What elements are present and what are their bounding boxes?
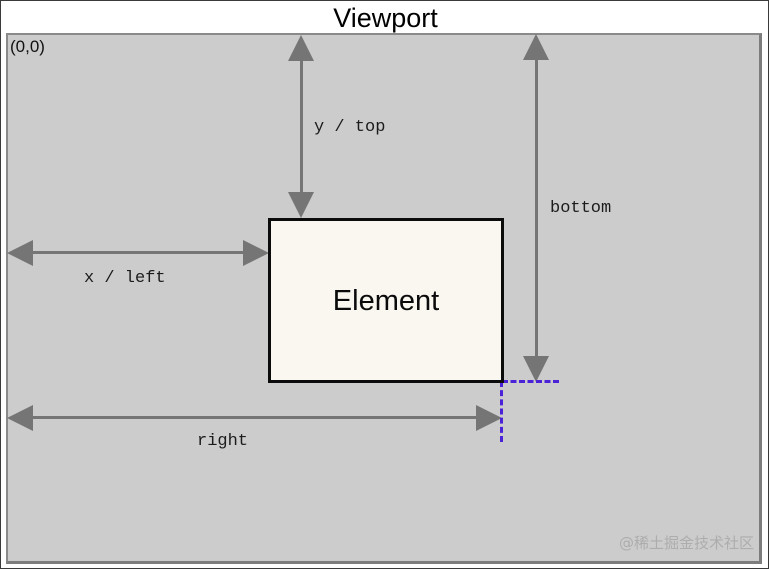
- watermark: @稀土掘金技术社区: [618, 534, 754, 552]
- right-arrowhead-right-icon: [476, 405, 502, 431]
- y-top-arrow-shaft: [300, 41, 303, 213]
- y-top-arrowhead-up-icon: [288, 35, 314, 61]
- bottom-arrowhead-down-icon: [523, 356, 549, 382]
- element-rect: Element: [268, 218, 504, 383]
- x-left-arrowhead-left-icon: [7, 240, 33, 266]
- element-label: Element: [332, 284, 440, 317]
- measure-label-y-top: y / top: [314, 118, 386, 137]
- element-bottom-guide-line: [502, 380, 559, 383]
- origin-coordinate-label: (0,0): [10, 37, 45, 56]
- y-top-arrowhead-down-icon: [288, 192, 314, 218]
- right-arrow-shaft: [13, 416, 496, 419]
- x-left-arrowhead-right-icon: [243, 240, 269, 266]
- element-right-guide-line: [500, 381, 503, 442]
- measure-label-bottom: bottom: [550, 199, 612, 218]
- right-arrowhead-left-icon: [7, 405, 33, 431]
- bottom-arrow-shaft: [535, 40, 538, 377]
- page-title: Viewport: [333, 3, 438, 33]
- bottom-arrowhead-up-icon: [523, 34, 549, 60]
- x-left-arrow-shaft: [13, 251, 263, 254]
- measure-label-right: right: [197, 432, 249, 451]
- measure-label-x-left: x / left: [84, 269, 166, 288]
